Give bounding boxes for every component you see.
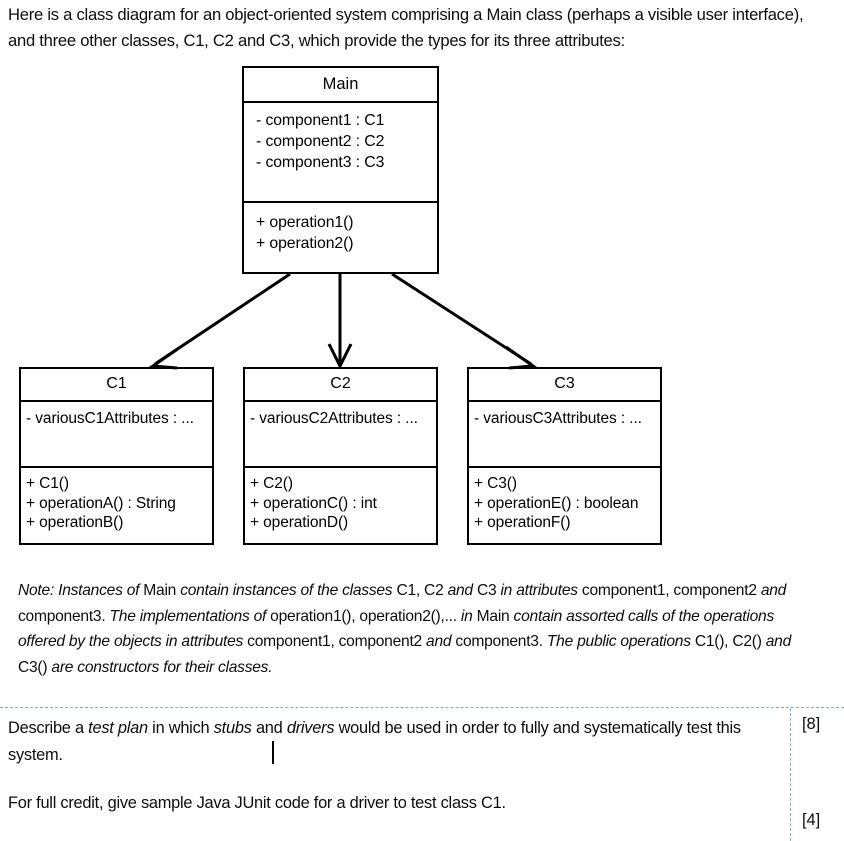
- text-run: stubs: [213, 719, 256, 737]
- text-run: Main: [476, 607, 514, 625]
- uml-operation: + operationB(): [26, 514, 124, 531]
- uml-attribute: - variousC3Attributes : ...: [474, 410, 642, 427]
- exam-question-table: Describe a test plan in which stubs and …: [0, 707, 844, 841]
- text-run: component1, component2: [247, 633, 427, 650]
- uml-operation: + C1(): [26, 475, 69, 492]
- text-cursor-caret: [272, 741, 274, 764]
- uml-attribute: - variousC2Attributes : ...: [250, 410, 418, 427]
- arrow-main-to-c3: [391, 272, 538, 370]
- text-run: operation1(), operation2(),...: [270, 607, 461, 625]
- text-run: would be used in order to fully and syst…: [8, 719, 741, 764]
- note-paragraph: Note: Instances of Main contain instance…: [18, 578, 818, 680]
- uml-operation: + operation2(): [256, 235, 354, 252]
- text-run: contain instances of the classes: [180, 582, 397, 599]
- mark-badge-8: [8]: [802, 715, 821, 733]
- text-run: Main: [143, 582, 181, 599]
- text-run: and: [426, 633, 456, 650]
- uml-operation: + operationF(): [474, 514, 571, 531]
- text-run: are constructors for their classes.: [51, 658, 273, 676]
- uml-operations-main: + operation1() + operation2(): [244, 203, 437, 261]
- question-paragraph-1: Describe a test plan in which stubs and …: [8, 715, 778, 769]
- arrow-main-to-c1: [148, 272, 291, 370]
- uml-operations-c3: + C3() + operationE() : boolean + operat…: [469, 468, 660, 540]
- text-run: C3(): [18, 658, 52, 676]
- uml-operation: + operation1(): [256, 214, 354, 231]
- mark-badge-4: [4]: [802, 811, 821, 829]
- text-run: in: [460, 607, 477, 625]
- marks-column: [8] [4]: [798, 708, 844, 841]
- text-run: component3.: [455, 633, 547, 650]
- uml-operation: + C2(): [250, 475, 293, 492]
- uml-operation: + operationA() : String: [26, 494, 176, 512]
- uml-operation: + operationE() : boolean: [474, 494, 639, 512]
- intro-paragraph: Here is a class diagram for an object-or…: [8, 5, 804, 50]
- uml-attributes-main: - component1 : C1 - component2 : C2 - co…: [244, 103, 437, 203]
- uml-class-name-c3: C3: [469, 369, 660, 402]
- uml-attribute: - component3 : C3: [256, 154, 385, 171]
- uml-class-c2[interactable]: C2 - variousC2Attributes : ... + C2() + …: [243, 367, 438, 545]
- uml-attribute: - variousC1Attributes : ...: [26, 410, 194, 427]
- text-run: contain assorted calls of the operations…: [18, 607, 775, 651]
- text-run: test plan: [88, 719, 153, 737]
- question-text-cell[interactable]: Describe a test plan in which stubs and …: [8, 715, 778, 817]
- uml-class-name-c1: C1: [21, 369, 212, 402]
- uml-operation: + operationC() : int: [250, 494, 377, 512]
- text-run: Note:: [18, 582, 55, 599]
- uml-operation: + operationD(): [250, 514, 349, 531]
- text-run: C3: [476, 582, 501, 599]
- text-run: C1(), C2(): [694, 633, 766, 650]
- text-run: component3.: [18, 607, 110, 625]
- uml-operation: + C3(): [474, 475, 517, 492]
- uml-class-main[interactable]: Main - component1 : C1 - component2 : C2…: [242, 66, 439, 274]
- text-run: The implementations of: [109, 607, 271, 625]
- uml-class-c1[interactable]: C1 - variousC1Attributes : ... + C1() + …: [19, 367, 214, 545]
- uml-attribute: - component2 : C2: [256, 133, 385, 150]
- text-run: in which: [152, 719, 214, 737]
- uml-class-name-c2: C2: [245, 369, 436, 402]
- text-run: The public operations: [546, 633, 695, 650]
- uml-class-c3[interactable]: C3 - variousC3Attributes : ... + C3() + …: [467, 367, 662, 545]
- paragraph-spacer: [8, 769, 778, 790]
- text-run: and: [765, 633, 792, 650]
- text-run: and: [760, 582, 787, 599]
- text-run: Instances of: [58, 582, 144, 599]
- question-paragraph-2: For full credit, give sample Java JUnit …: [8, 794, 506, 812]
- text-run: C1, C2: [396, 582, 448, 599]
- text-run: drivers: [286, 719, 339, 737]
- uml-attributes-c3: - variousC3Attributes : ...: [469, 402, 660, 468]
- text-run: Describe a: [8, 719, 89, 737]
- uml-class-name-main: Main: [244, 68, 437, 103]
- uml-attributes-c2: - variousC2Attributes : ...: [245, 402, 436, 468]
- uml-class-diagram: Main - component1 : C1 - component2 : C2…: [19, 66, 662, 545]
- text-run: and: [447, 582, 477, 599]
- uml-operations-c1: + C1() + operationA() : String + operati…: [21, 468, 212, 540]
- marks-column-divider: [790, 708, 791, 841]
- uml-attribute: - component1 : C1: [256, 112, 385, 129]
- arrow-main-to-c2: [327, 274, 353, 370]
- uml-operations-c2: + C2() + operationC() : int + operationD…: [245, 468, 436, 540]
- text-run: in attributes: [500, 582, 582, 599]
- uml-attributes-c1: - variousC1Attributes : ...: [21, 402, 212, 468]
- text-run: component1, component2: [581, 582, 761, 599]
- text-run: and: [255, 719, 287, 737]
